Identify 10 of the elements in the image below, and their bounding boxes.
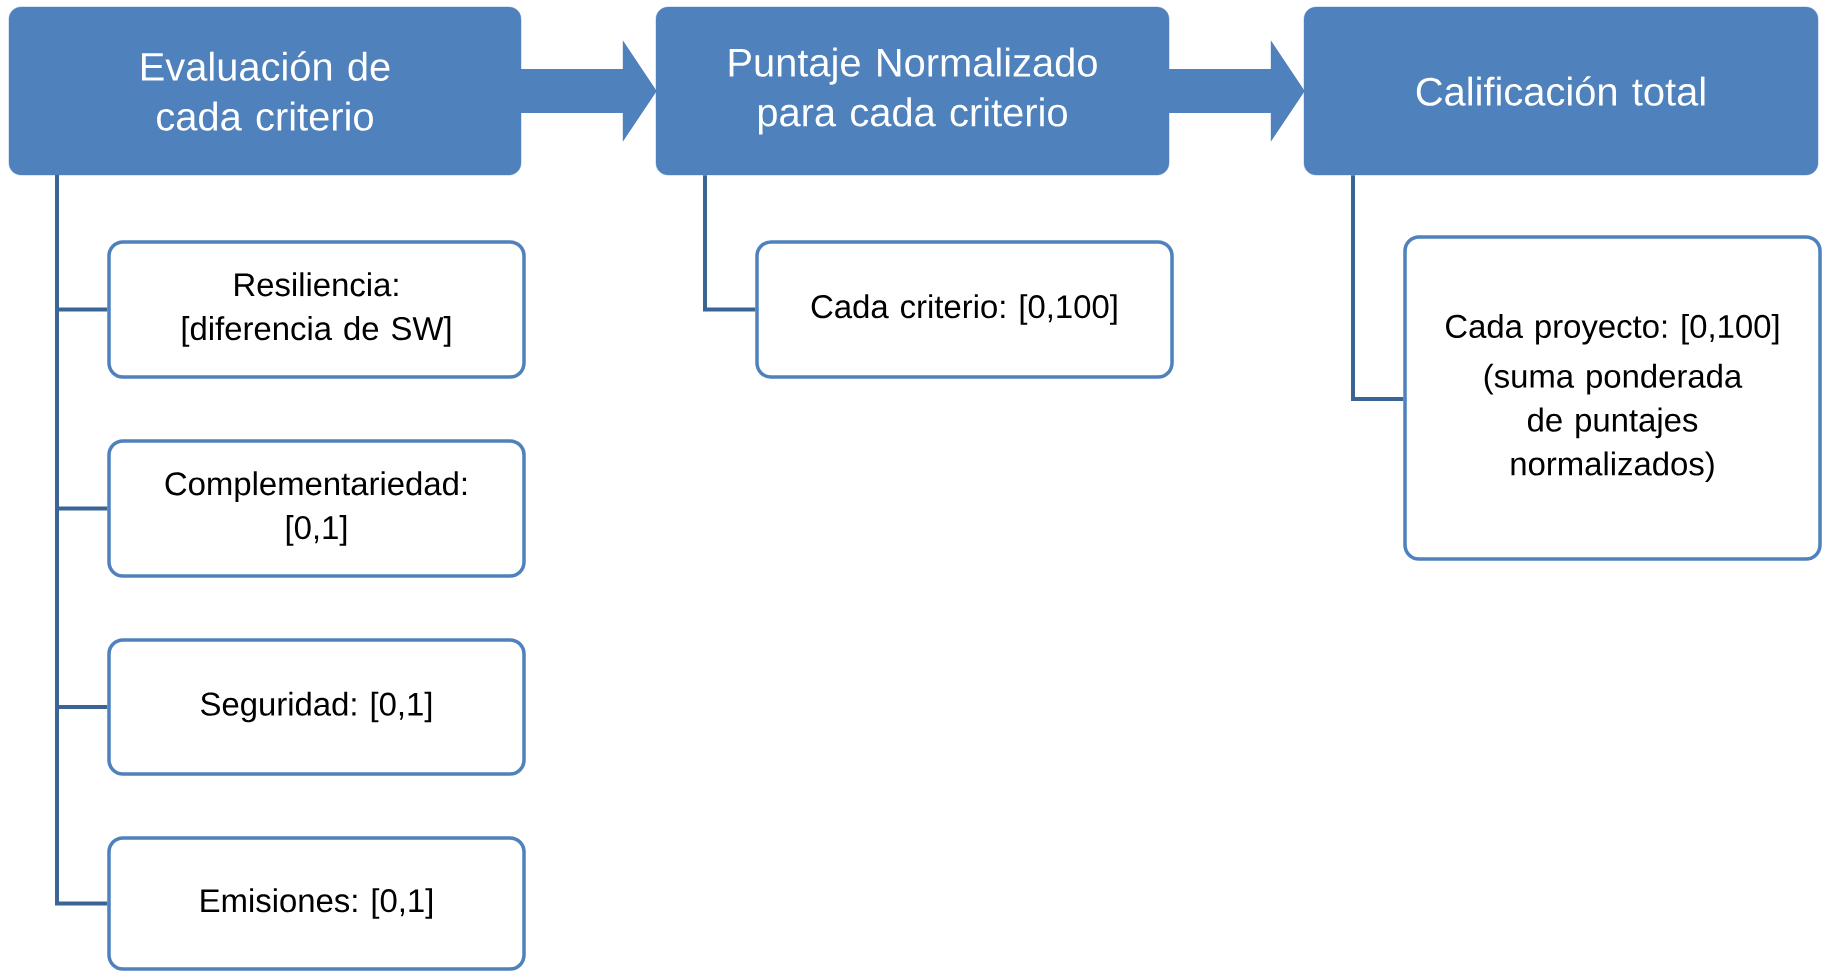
criterion-box: Cada criterio: [0,100] — [755, 240, 1174, 379]
criterion-box: Resiliencia: [diferencia de SW] — [107, 240, 526, 379]
criterion-box: Complementariedad: [0,1] — [107, 439, 526, 578]
criterion-box: Emisiones: [0,1] — [107, 836, 526, 971]
tree-line — [1351, 175, 1404, 401]
criterion-box: Seguridad: [0,1] — [107, 638, 526, 776]
tree-line — [55, 175, 108, 906]
tree-line — [703, 175, 756, 312]
criterion-box: Cada proyecto: [0,100] (suma ponderada de puntajes normalizados) — [1403, 235, 1822, 561]
heading-box: Evaluación de cada criterio — [8, 6, 522, 176]
